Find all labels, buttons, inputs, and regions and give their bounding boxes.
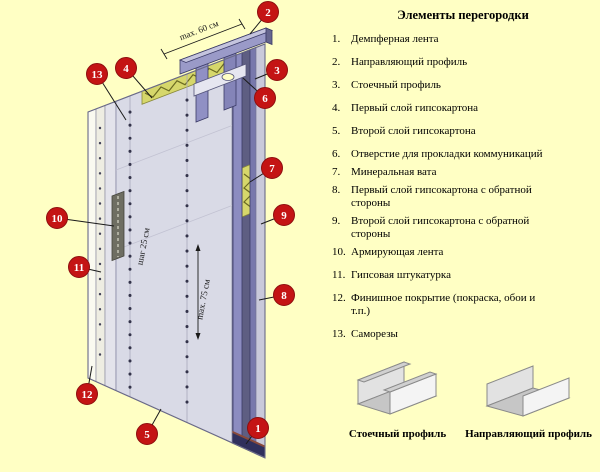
wall-outline [87,43,266,459]
legend-item-label: Финишное покрытие (покраска, обои и т.п.… [351,291,536,317]
legend-item-number: 10. [332,245,346,258]
legend-item-number: 6. [332,147,341,160]
communication-hole [221,73,235,81]
dimension-label-top: max. 60 см [178,18,220,42]
legend-item-number: 9. [332,214,341,227]
stud-profile-figure: Стоечный профиль [334,354,461,440]
legend-item: 4. Первый слой гипсокартона [332,102,594,115]
callout-13: 13 [86,63,108,85]
callout-5: 5 [136,423,158,445]
legend-item-label: Первый слой гипсокартона [351,101,479,114]
legend-item-number: 1. [332,33,341,45]
legend-item: 10. Армирующая лента [332,246,594,259]
legend-item-number: 8. [332,183,341,196]
svg-text:7: 7 [269,163,275,175]
legend-item: 5. Второй слой гипсокартона [332,125,594,138]
svg-text:4: 4 [123,63,129,75]
svg-text:1: 1 [255,423,261,435]
partition-diagram: max. 60 см шаг 25 см max. 75 см [46,1,295,459]
callout-8: 8 [273,284,295,306]
reinforcing-tape [111,190,125,262]
legend-item-label: Минеральная вата [351,165,437,178]
legend-item-number: 4. [332,101,341,114]
legend-item-label: Второй слой гипсокартона с обратной стор… [351,214,530,240]
top-guide-profile [178,27,274,75]
guide-profile-drawing [484,364,571,417]
legend-item: 7. Минеральная вата [332,166,594,179]
svg-text:9: 9 [281,210,287,222]
callout-4: 4 [115,57,137,79]
legend-item-label: Второй слой гипсокартона [351,124,476,137]
legend-item-label: Отверстие для прокладки коммуникаций [351,147,543,160]
legend-item-label: Первый слой гипсокартона с обратной стор… [351,183,532,209]
legend-item: 3. Стоечный профиль [332,79,594,92]
callout-1: 1 [247,417,269,439]
legend-item-label: Направляющий профиль [351,55,468,68]
stud-profile-label: Стоечный профиль [348,427,447,440]
callout-6: 6 [254,87,276,109]
callout-3: 3 [266,59,288,81]
legend-item: 8. Первый слой гипсокартона с обратной с… [332,184,594,210]
wall-front-face [115,56,233,444]
legend-item: 12. Финишное покрытие (покраска, обои и … [332,292,594,318]
legend-item-number: 12. [332,291,346,304]
legend-item-label: Саморезы [351,327,398,340]
legend-item: 11. Гипсовая штукатурка [332,269,594,282]
callout-9: 9 [273,204,295,226]
profile-figures: Стоечный профиль Направляющий профиль [332,354,594,440]
stud-profile-drawing [355,360,438,415]
damper-tape [225,428,266,448]
legend-item: 2. Направляющий профиль [332,56,594,69]
svg-text:11: 11 [74,262,84,274]
legend-item-label: Стоечный профиль [351,78,441,91]
svg-text:2: 2 [265,7,271,19]
legend-item-number: 3. [332,78,341,91]
legend-item-label: Гипсовая штукатурка [351,268,451,281]
finish-coat-layer [87,108,97,383]
callout-10: 10 [46,207,68,229]
legend-item-number: 13. [332,327,346,340]
legend-item-label: Армирующая лента [351,245,444,258]
callout-12: 12 [76,383,98,405]
svg-text:6: 6 [262,93,268,105]
callouts: 1 2 3 4 5 [46,1,295,445]
svg-text:8: 8 [281,290,287,302]
plaster-layer [95,104,106,387]
legend-item-label: Демпферная лента [351,33,439,45]
svg-text:3: 3 [274,65,280,77]
callout-11: 11 [68,256,90,278]
svg-text:5: 5 [144,429,150,441]
upper-frame [193,48,247,123]
callout-2: 2 [257,1,279,23]
guide-profile-figure: Направляющий профиль [465,354,592,440]
legend-item-number: 11. [332,268,346,281]
legend-title: Элементы перегородки [397,8,529,22]
legend-item-number: 5. [332,124,341,137]
legend-item: 6. Отверстие для прокладки коммуникаций [332,148,594,161]
legend-item-number: 7. [332,165,341,178]
screw-rows [98,74,189,423]
guide-profile-label: Направляющий профиль [465,427,592,440]
legend-item: 13. Саморезы [332,328,594,341]
callout-7: 7 [261,157,283,179]
cross-member [193,63,247,97]
legend-item-number: 2. [332,55,341,68]
legend-item: 1. Демпферная лента [332,33,594,46]
legend-item: 9. Второй слой гипсокартона с обратной с… [332,215,594,241]
svg-text:10: 10 [52,213,64,225]
svg-text:13: 13 [92,69,104,81]
legend-panel: Элементы перегородки 1. Демпферная лента… [332,2,594,440]
partition-drawing: max. 60 см шаг 25 см max. 75 см [46,1,295,459]
svg-text:12: 12 [82,389,94,401]
